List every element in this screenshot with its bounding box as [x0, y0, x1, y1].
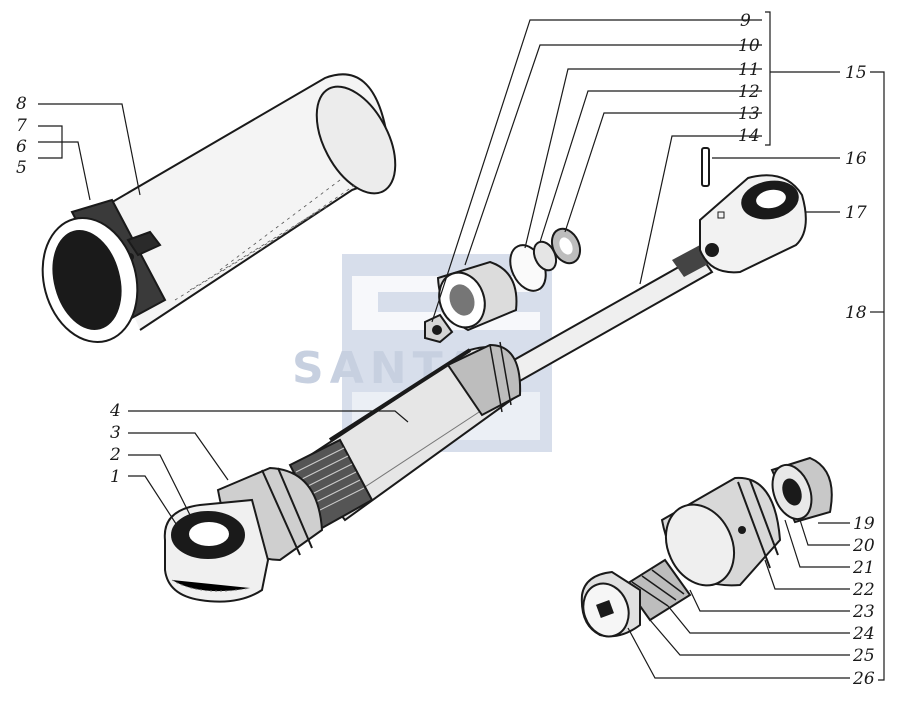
cylinder-body — [163, 245, 714, 603]
callout-20: 20 — [852, 536, 875, 556]
protective-tube — [41, 73, 397, 344]
callout-10: 10 — [738, 36, 760, 56]
callout-2: 2 — [109, 445, 121, 465]
callout-21: 21 — [852, 558, 875, 578]
valve-assembly — [580, 456, 833, 638]
callout-23: 23 — [852, 602, 875, 622]
callout-15: 15 — [845, 63, 867, 83]
callout-4: 4 — [109, 401, 121, 421]
callout-7: 7 — [16, 116, 27, 136]
callout-5: 5 — [16, 158, 27, 178]
callout-16: 16 — [845, 149, 867, 169]
leader-lines — [38, 11, 885, 681]
callout-19: 19 — [853, 514, 875, 534]
callout-17: 17 — [845, 203, 867, 223]
callout-9: 9 — [740, 11, 751, 31]
callout-6: 6 — [16, 137, 27, 157]
callout-14: 14 — [738, 126, 760, 146]
gland-parts — [424, 227, 582, 344]
callout-11: 11 — [738, 60, 760, 80]
callout-12: 12 — [738, 82, 760, 102]
callout-1: 1 — [110, 467, 121, 487]
callout-3: 3 — [110, 423, 121, 443]
callout-26: 26 — [852, 669, 875, 689]
callout-25: 25 — [852, 646, 875, 666]
rod-eye — [699, 147, 807, 274]
callout-24: 24 — [852, 624, 875, 644]
callout-8: 8 — [16, 94, 27, 114]
callout-18: 18 — [845, 303, 867, 323]
callout-22: 22 — [852, 580, 875, 600]
callout-13: 13 — [738, 104, 760, 124]
callout-labels: 8 7 6 5 4 3 2 1 9 10 11 12 13 14 15 16 1… — [16, 11, 875, 689]
